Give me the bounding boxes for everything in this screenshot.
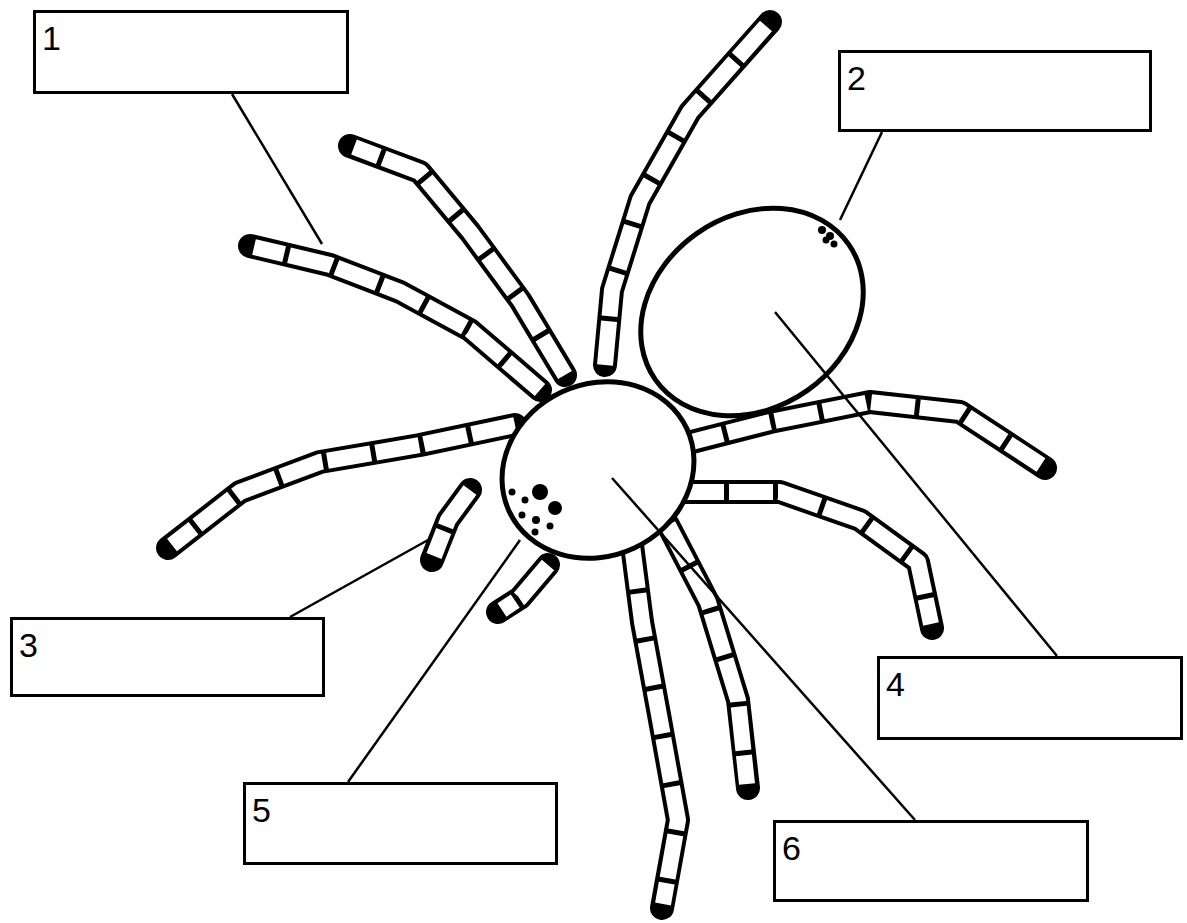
label-box: 1 [33, 10, 349, 94]
callout-number: 4 [880, 659, 905, 701]
label-box: 6 [773, 820, 1089, 902]
callout-number: 3 [13, 620, 38, 662]
label-box: 2 [838, 50, 1152, 132]
label-box: 5 [243, 782, 558, 865]
callout-number: 6 [776, 823, 801, 865]
label-box: 4 [877, 656, 1183, 740]
callout-number: 1 [36, 13, 61, 55]
callout-number: 5 [246, 785, 271, 827]
label-box: 3 [10, 617, 325, 697]
callout-number: 2 [841, 53, 866, 95]
